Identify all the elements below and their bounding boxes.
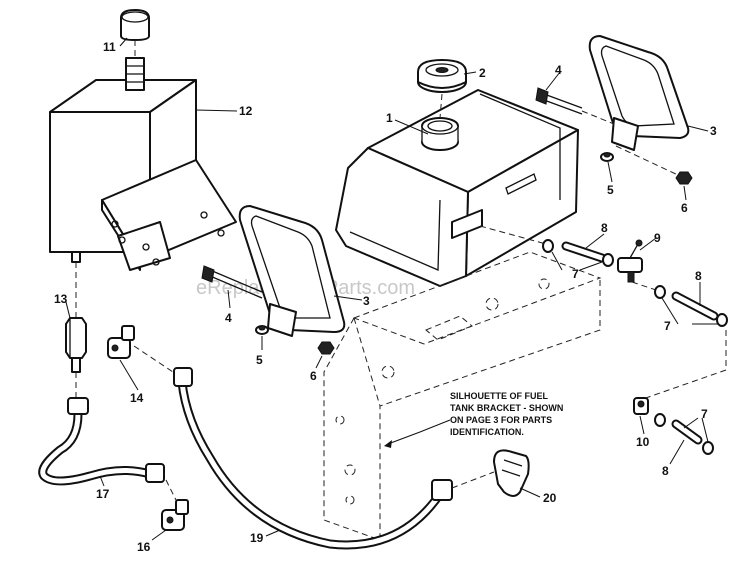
hose-clamp-upper-right[interactable] [602,253,614,267]
nut-left[interactable] [317,341,335,355]
main-fuel-tank[interactable] [335,89,579,287]
callout-8-lower: 8 [662,464,669,478]
svg-text:ON PAGE 3 FOR PARTS: ON PAGE 3 FOR PARTS [450,415,552,425]
hose-clamp-lower-left[interactable] [654,413,666,427]
fuel-elbow-fitting[interactable] [633,397,649,415]
callout-12: 12 [239,104,253,118]
callout-8-middle: 8 [695,269,702,283]
callout-5-left: 5 [256,353,263,367]
callout-10: 10 [636,435,650,449]
hose-clamp-upper-left[interactable] [542,239,554,253]
hex-coupling[interactable] [65,317,87,373]
auxiliary-tank-cap[interactable] [120,9,150,41]
tank-filler-neck [421,117,459,151]
callout-7-middle: 7 [664,319,671,333]
callout-5-right: 5 [607,183,614,197]
tank-bottom-fitting [71,251,81,263]
callout-8-upper: 8 [601,221,608,235]
callout-3-right: 3 [710,124,717,138]
lockwasher-right[interactable] [600,152,614,162]
svg-text:TANK BRACKET - SHOWN: TANK BRACKET - SHOWN [450,403,563,413]
callout-1: 1 [386,111,393,125]
callout-6-left: 6 [310,369,317,383]
leader-lines [65,37,718,541]
fuel-line-hose-left[interactable] [38,397,165,486]
strap-bolt-right[interactable] [535,87,583,115]
callout-3-left: 3 [363,294,370,308]
hose-clamp-middle-right[interactable] [716,313,728,327]
main-tank-cap[interactable] [417,59,467,93]
callout-17: 17 [96,487,110,501]
callout-4-right: 4 [555,63,562,77]
elbow-fitting-carburetor[interactable] [493,449,530,497]
elbow-fitting-lower[interactable] [161,499,189,531]
strap-bolt-left[interactable] [201,265,263,299]
hose-clamp-lower-right[interactable] [702,441,714,455]
bracket-note: SILHOUETTE OF FUEL TANK BRACKET - SHOWN … [450,391,563,437]
callout-9: 9 [654,231,661,245]
elbow-fitting-upper[interactable] [107,325,135,359]
fuel-line-hose-long[interactable] [173,367,453,550]
fuel-hose-middle[interactable] [671,291,719,321]
callout-6-right: 6 [681,201,688,215]
hose-clamp-middle-left[interactable] [654,285,666,299]
callout-14: 14 [130,391,144,405]
tank-filler-neck [125,57,145,91]
tank-strap-right[interactable] [588,35,690,151]
fuel-tank-bracket-silhouette [323,251,602,541]
callout-7-upper: 7 [572,267,579,281]
callout-11: 11 [103,40,116,54]
fuel-hose-upper[interactable] [561,241,607,263]
callout-13: 13 [54,292,68,306]
callout-20: 20 [543,491,557,505]
callout-19: 19 [250,531,264,545]
tank-strap-left[interactable] [238,205,346,337]
fuel-shutoff-valve[interactable] [617,239,643,283]
callout-7-lower: 7 [701,407,708,421]
callout-labels: 11 12 1 2 4 3 5 6 8 9 7 8 7 3 4 5 6 13 1… [54,40,717,554]
svg-text:IDENTIFICATION.: IDENTIFICATION. [450,427,524,437]
callout-4-left: 4 [225,311,232,325]
callout-16: 16 [137,540,151,554]
lockwasher-left[interactable] [255,325,269,335]
auxiliary-tank[interactable] [49,79,237,271]
nut-right[interactable] [675,171,693,185]
svg-text:SILHOUETTE OF FUEL: SILHOUETTE OF FUEL [450,391,549,401]
callout-2: 2 [479,66,486,80]
fuel-hose-lower[interactable] [671,419,703,445]
